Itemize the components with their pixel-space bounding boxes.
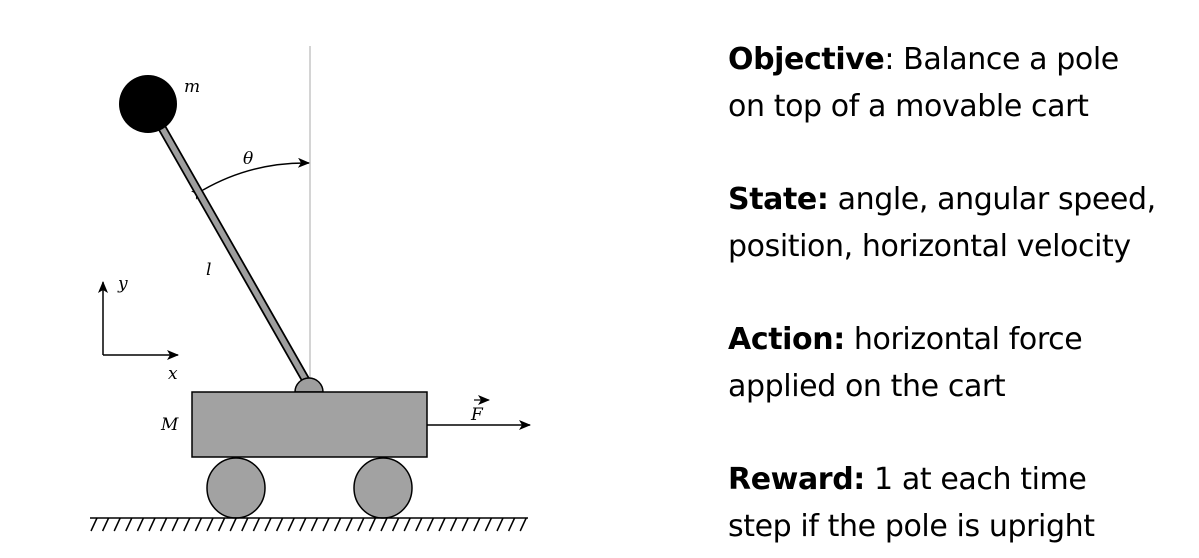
action-text-2: applied on the cart (728, 369, 1006, 404)
reward-text-1: 1 at each time (864, 462, 1087, 497)
y-axis-label: y (117, 274, 128, 294)
reward-block: Reward: 1 at each time step if the pole … (728, 456, 1193, 550)
action-heading: Action: (728, 322, 845, 357)
state-text-1: angle, angular speed, (828, 182, 1157, 217)
state-heading: State: (728, 182, 829, 217)
mass-label: m (184, 77, 200, 97)
action-text-1: horizontal force (844, 322, 1083, 357)
pole-fill (146, 102, 311, 387)
cart-wheel-right (353, 457, 413, 519)
cart-wheel-left (206, 457, 266, 519)
state-block: State: angle, angular speed, position, h… (728, 176, 1193, 270)
reward-line-1: Reward: 1 at each time (728, 456, 1193, 503)
angle-arc (190, 157, 310, 200)
state-text-2: position, horizontal velocity (728, 229, 1131, 264)
objective-block: Objective: Balance a pole on top of a mo… (728, 36, 1193, 130)
action-line-1: Action: horizontal force (728, 316, 1193, 363)
objective-heading: Objective (728, 42, 885, 77)
state-line-1: State: angle, angular speed, (728, 176, 1193, 223)
pivot-joint (294, 377, 324, 393)
x-axis-label: x (168, 364, 178, 384)
objective-separator: : (884, 42, 904, 77)
description-panel: Objective: Balance a pole on top of a mo… (728, 36, 1193, 550)
objective-text-2: on top of a movable cart (728, 89, 1089, 124)
cart-pole-diagram: m θ l y x M F (90, 46, 531, 532)
reward-heading: Reward: (728, 462, 865, 497)
pole-mass-ball (119, 75, 177, 133)
cart-mass-label: M (160, 415, 179, 435)
reward-text-2: step if the pole is upright (728, 509, 1095, 544)
angle-label: θ (243, 149, 253, 169)
cart-body (191, 391, 428, 458)
force-label: F (470, 405, 484, 425)
ground-hatch (90, 517, 527, 532)
length-label: l (206, 260, 211, 280)
objective-text-1: Balance a pole (903, 42, 1119, 77)
action-block: Action: horizontal force applied on the … (728, 316, 1193, 410)
objective-line-1: Objective: Balance a pole (728, 36, 1193, 83)
